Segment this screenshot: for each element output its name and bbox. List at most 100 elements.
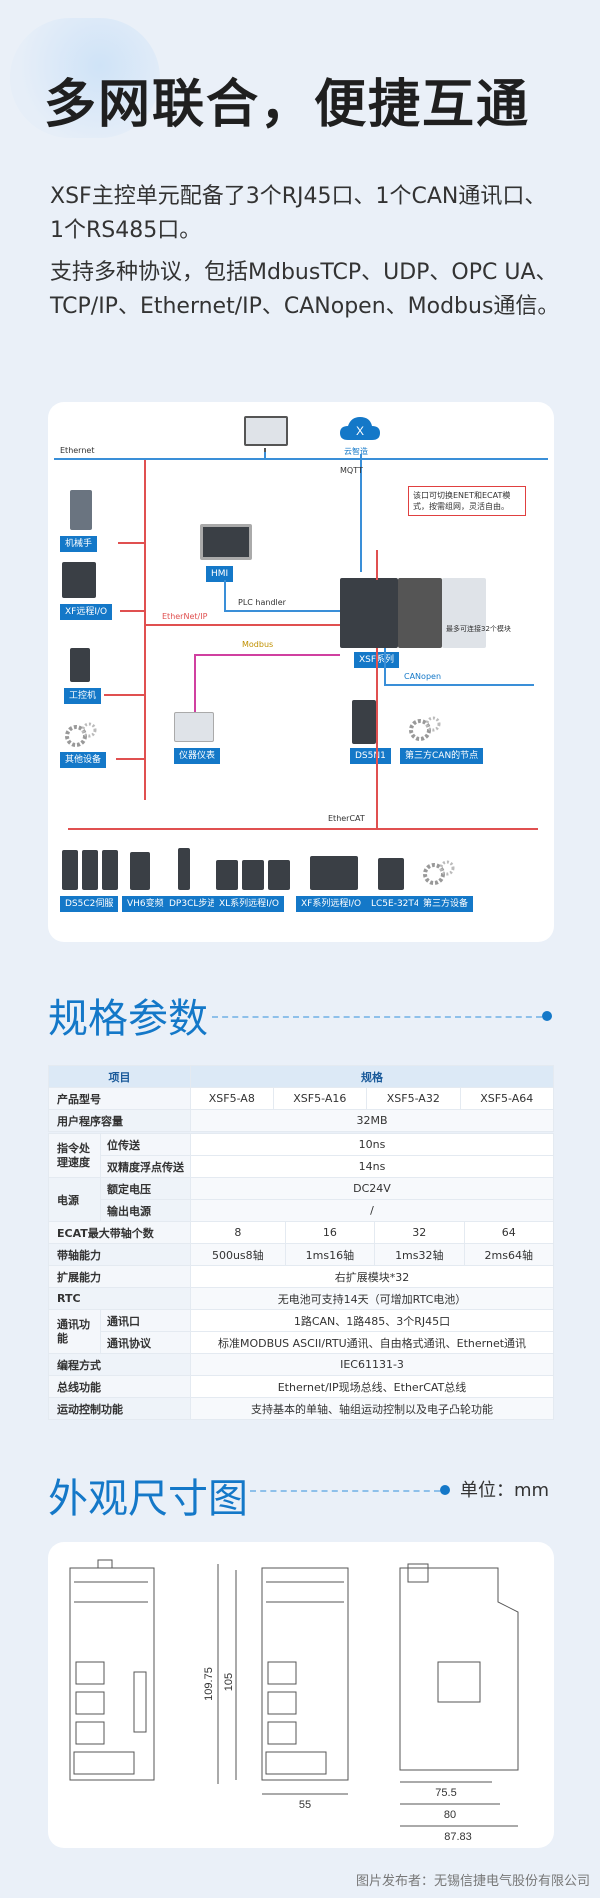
spec-key: 编程方式 (48, 1353, 191, 1376)
dim-depth-87-83: 87.83 (444, 1831, 472, 1843)
dimension-svg: 109.75 105 55 75.5 80 87.83 (69, 1559, 519, 1843)
spec-key: 用户程序容量 (48, 1109, 191, 1132)
spec-key: 总线功能 (48, 1375, 191, 1398)
title-dot (542, 1011, 552, 1021)
spec-value: 2ms64轴 (463, 1243, 554, 1266)
hmi-label: HMI (206, 566, 234, 582)
svg-text:X: X (356, 424, 364, 438)
spec-table: 项目 规格 产品型号 XSF5-A8 XSF5-A16 XSF5-A32 XSF… (48, 1065, 554, 1132)
unit-label: 单位：mm (460, 1480, 550, 1501)
spec-value: Ethernet/IP现场总线、EtherCAT总线 (190, 1375, 554, 1398)
monitor-icon (244, 416, 288, 446)
spec-value: 14ns (190, 1155, 554, 1178)
title-divider (212, 1016, 542, 1018)
spec-value: 1ms16轴 (284, 1243, 376, 1266)
spec-value: / (190, 1199, 554, 1222)
device-label-other: 其他设备 (60, 752, 107, 768)
device-label-robot: 机械手 (60, 536, 98, 552)
gear-icon (65, 722, 97, 747)
spec-value: IEC61131-3 (190, 1353, 554, 1376)
ethercat-label: EtherCAT (328, 814, 365, 823)
device-lc5e: LC5E-32T4 (366, 896, 425, 912)
spec-key: 产品型号 (48, 1087, 191, 1110)
spec-value: 32MB (190, 1109, 554, 1132)
gear-icon (409, 716, 441, 741)
spec-model: XSF5-A8 (190, 1087, 274, 1110)
spec-subkey: 额定电压 (100, 1177, 191, 1200)
spec-key: 通讯功能 (48, 1309, 101, 1354)
ipc-icon (70, 648, 90, 682)
intro-paragraph-2: 支持多种协议，包括MdbusTCP、UDP、OPC UA、TCP/IP、Ethe… (50, 260, 560, 319)
spec-value: 支持基本的单轴、轴组运动控制以及电子凸轮功能 (190, 1397, 554, 1420)
spec-subkey: 双精度浮点传送 (100, 1155, 191, 1178)
spec-value: 标准MODBUS ASCII/RTU通讯、自由格式通讯、Ethernet通讯 (190, 1331, 554, 1354)
dim-height-109-75: 109.75 (203, 1667, 215, 1701)
device-label-xf-io: XF远程I/O (60, 604, 113, 620)
xsf-controller-image (340, 578, 398, 648)
spec-value: 64 (463, 1221, 554, 1244)
spec-key: 指令处理速度 (48, 1133, 101, 1178)
spec-subkey: 通讯协议 (100, 1331, 191, 1354)
cloud-icon: X (340, 417, 380, 440)
device-vh6: VH6变频器 (122, 896, 178, 912)
spec-key: 扩展能力 (48, 1265, 191, 1288)
spec-head-item: 项目 (48, 1065, 191, 1088)
plc-handler-label: PLC handler (238, 598, 286, 607)
device-ds5c2: DS5C2伺服 (60, 896, 119, 912)
instrument-icon (174, 712, 214, 742)
spec-model: XSF5-A64 (459, 1087, 554, 1110)
spec-value: 32 (374, 1221, 465, 1244)
device-xf-io: XF系列远程I/O (296, 896, 367, 912)
ethercat-line (68, 828, 538, 830)
dim-depth-80: 80 (444, 1809, 456, 1821)
hmi-icon (200, 524, 252, 560)
canopen-label: CANopen (404, 672, 442, 681)
can-device-ds5n1: DS5N1 (350, 748, 391, 764)
spec-value: 500us8轴 (190, 1243, 286, 1266)
spec-head-spec: 规格 (190, 1065, 554, 1088)
instrument-label: 仪器仪表 (174, 748, 221, 764)
device-label-ipc: 工控机 (64, 688, 102, 704)
dim-width-55: 55 (299, 1799, 311, 1811)
spec-table-2: 指令处理速度 位传送 10ns 双精度浮点传送 14ns 电源 额定电压 DC2… (48, 1133, 554, 1420)
title-dot (440, 1485, 450, 1495)
device-third-party: 第三方设备 (418, 896, 474, 912)
publisher-footer: 图片发布者：无锡信捷电气股份有限公司 (355, 1874, 590, 1889)
spec-key: 带轴能力 (48, 1243, 191, 1266)
spec-key: 电源 (48, 1177, 101, 1222)
ethernet-ip-bus (144, 460, 146, 800)
spec-model: XSF5-A16 (272, 1087, 368, 1110)
ethernet-ip-label: EtherNet/IP (162, 612, 208, 621)
spec-value: 右扩展模块*32 (190, 1265, 554, 1288)
dim-depth-75-5: 75.5 (435, 1787, 456, 1799)
ds5n1-icon (352, 700, 376, 744)
device-dp3cl: DP3CL步进 (164, 896, 222, 912)
spec-subkey: 输出电源 (100, 1199, 191, 1222)
spec-section-title: 规格参数 (48, 996, 208, 1042)
can-device-third-party: 第三方CAN的节点 (400, 748, 484, 764)
device-xl-io: XL系列远程I/O (214, 896, 284, 912)
robot-arm-icon (70, 490, 92, 530)
intro-paragraph-1: XSF主控单元配备了3个RJ45口、1个CAN通讯口、1个RS485口。 (50, 184, 547, 243)
spec-value: 8 (190, 1221, 286, 1244)
spec-subkey: 通讯口 (100, 1309, 191, 1332)
title-divider (250, 1490, 440, 1492)
spec-value: 16 (284, 1221, 376, 1244)
ethernet-line (54, 458, 548, 460)
spec-model: XSF5-A32 (366, 1087, 461, 1110)
gear-icon (423, 860, 455, 885)
network-diagram: X 云智造 Ethernet MQTT 该口可切换ENET和ECAT模式，按需组… (48, 402, 554, 942)
expansion-modules-light (442, 578, 486, 648)
expansion-modules-dark (398, 578, 442, 648)
dims-section-title: 外观尺寸图 (48, 1476, 248, 1522)
spec-value: 10ns (190, 1133, 554, 1156)
spec-value: 1ms32轴 (374, 1243, 465, 1266)
module-note: 最多可连接32个模块 (446, 625, 511, 633)
spec-key: ECAT最大带轴个数 (48, 1221, 191, 1244)
spec-key: 运动控制功能 (48, 1397, 191, 1420)
cloud-label: 云智造 (344, 447, 368, 456)
dimension-drawing: 109.75 105 55 75.5 80 87.83 (48, 1542, 554, 1848)
modbus-label: Modbus (242, 640, 274, 649)
ethernet-label: Ethernet (60, 446, 95, 455)
hero-title: 多网联合，便捷互通 (44, 75, 531, 135)
